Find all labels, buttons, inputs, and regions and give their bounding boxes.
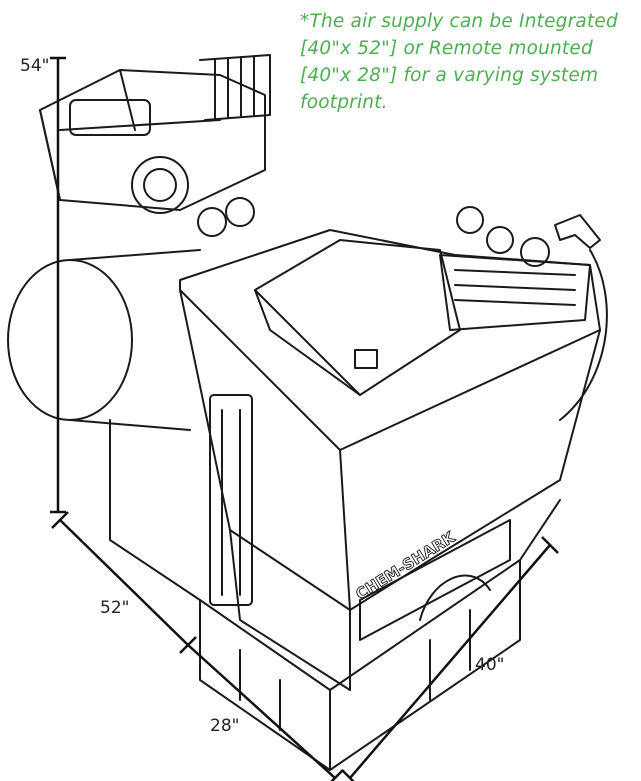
note-line: [40"x 52"] or Remote mounted: [300, 38, 593, 59]
length-full-dimension-label: 52": [100, 598, 130, 618]
note-line: footprint.: [300, 92, 388, 113]
spray-gun-icon: [554, 214, 608, 421]
brand-plate: CHEM-SHARK: [353, 527, 460, 603]
front-drawer: [359, 519, 511, 641]
main-cabinet: [179, 229, 601, 691]
dimension-lines: [50, 56, 559, 781]
note-line: [40"x 28"] for a varying system: [300, 65, 599, 86]
base-frame: [109, 419, 561, 771]
control-panel-icon: [439, 254, 591, 331]
height-dimension-label: 54": [20, 56, 50, 76]
engine-icon: [39, 54, 271, 214]
pressure-gauge-icon: [197, 197, 550, 267]
air-supply-note: *The air supply can be Integrated [40"x …: [300, 8, 636, 116]
hopper-lid: [254, 239, 461, 396]
tool-rack: [209, 394, 253, 606]
note-line: *The air supply can be Integrated: [300, 11, 618, 32]
length-remote-dimension-label: 28": [210, 716, 240, 736]
air-tank: [7, 249, 201, 431]
width-dimension-label: 40": [475, 655, 505, 675]
